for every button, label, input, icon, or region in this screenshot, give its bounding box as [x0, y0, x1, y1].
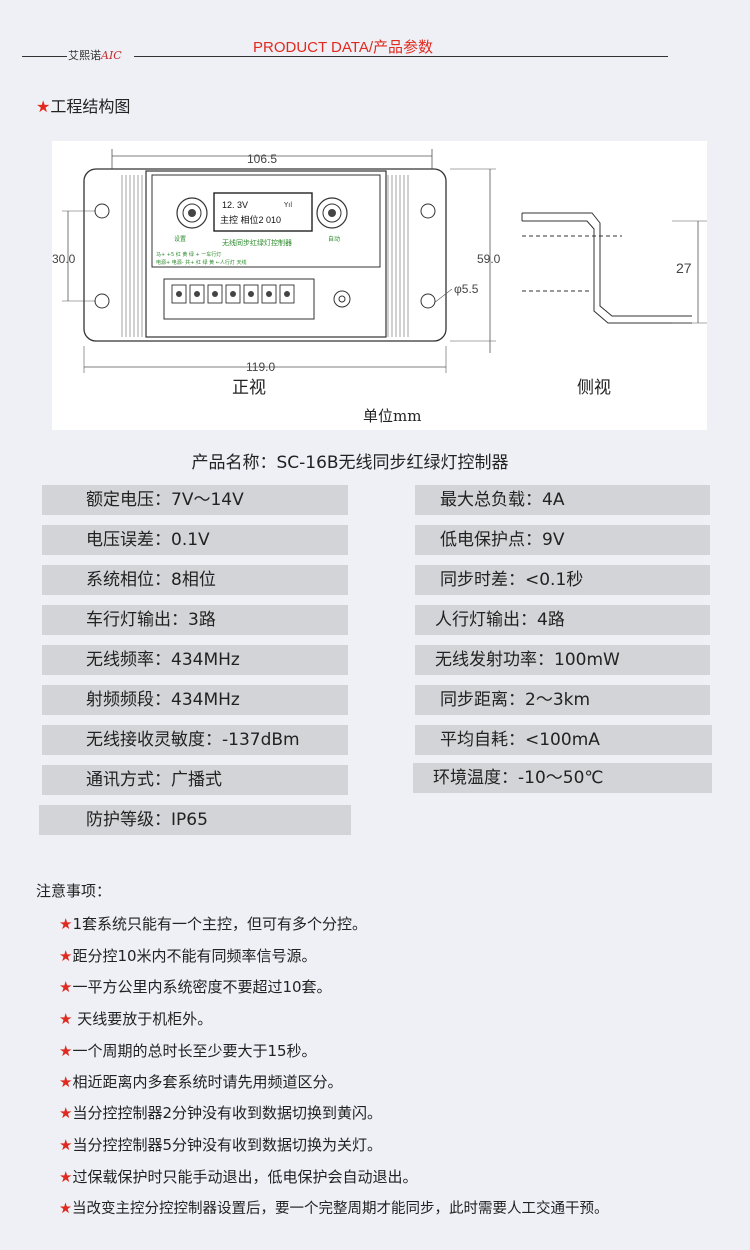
- note-item: ★ 天线要放于机柜外。: [59, 1010, 213, 1028]
- spec-receiver-sensitivity: 无线接收灵敏度：-137dBm: [42, 725, 348, 755]
- header-rule-left: [22, 56, 67, 57]
- brand-logo: 艾熙诺AIC: [68, 49, 122, 62]
- side-view-label: 侧视: [577, 378, 611, 398]
- note-item: ★一平方公里内系统密度不要超过10套。: [59, 978, 332, 996]
- spec-transmit-power: 无线发射功率：100mW: [415, 645, 710, 675]
- star-icon: ★: [59, 947, 73, 965]
- dim-width-top: 106.5: [247, 152, 277, 166]
- engineering-title: ★工程结构图: [36, 97, 131, 116]
- note-item: ★当分控控制器5分钟没有收到数据切换为关灯。: [59, 1136, 382, 1154]
- note-item: ★一个周期的总时长至少要大于15秒。: [59, 1042, 317, 1060]
- star-icon: ★: [59, 1104, 73, 1122]
- engineering-diagram: 106.5 12. 3V 主控 相位2 010 Yıl: [52, 141, 707, 430]
- spec-pedestrian-light-output: 人行灯输出：4路: [415, 605, 710, 635]
- dim-height-left: 30.0: [52, 252, 76, 266]
- note-item: ★过保载保护时只能手动退出，低电保护会自动退出。: [59, 1168, 418, 1186]
- spec-max-load: 最大总负载：4A: [415, 485, 710, 515]
- display-line2: 主控 相位2 010: [220, 214, 281, 225]
- spec-protection-rating: 防护等级：IP65: [39, 805, 351, 835]
- header-rule-right: [134, 56, 668, 57]
- label-setting: 设置: [174, 235, 186, 243]
- note-item: ★1套系统只能有一个主控，但可有多个分控。: [59, 915, 367, 933]
- spec-rated-voltage: 额定电压：7V～14V: [42, 485, 348, 515]
- diagram-svg: 106.5 12. 3V 主控 相位2 010 Yıl: [52, 149, 707, 425]
- star-icon: ★: [59, 915, 73, 933]
- unit-label: 单位mm: [363, 407, 421, 425]
- product-name: 产品名称：SC-16B无线同步红绿灯控制器: [191, 453, 509, 473]
- note-item: ★相近距离内多套系统时请先用频道区分。: [59, 1073, 343, 1091]
- spec-sync-distance: 同步距离：2～3km: [415, 685, 710, 715]
- spec-vehicle-light-output: 车行灯输出：3路: [42, 605, 348, 635]
- note-item: ★距分控10米内不能有同频率信号源。: [59, 947, 317, 965]
- front-view-label: 正视: [232, 378, 266, 398]
- spec-voltage-error: 电压误差：0.1V: [42, 525, 348, 555]
- spec-ambient-temperature: 环境温度：-10～50℃: [413, 763, 712, 793]
- spec-avg-consumption: 平均自耗：<100mA: [415, 725, 712, 755]
- notes-title: 注意事项：: [36, 882, 112, 900]
- star-icon: ★: [59, 1136, 73, 1154]
- dim-width-bottom: 119.0: [246, 360, 275, 374]
- spec-sync-time-diff: 同步时差：<0.1秒: [415, 565, 710, 595]
- panel-row2: 电源+ 电源- 共+ 红 绿 黄 ←人行灯 天线: [156, 259, 247, 266]
- star-icon: ★: [59, 1201, 72, 1217]
- star-icon: ★: [59, 1073, 73, 1091]
- spec-rf-band: 射频频段：434MHz: [42, 685, 348, 715]
- section-title: PRODUCT DATA/产品参数: [252, 39, 433, 56]
- note-item: ★当分控控制器2分钟没有收到数据切换到黄闪。: [59, 1104, 382, 1122]
- spec-low-voltage-protection: 低电保护点：9V: [415, 525, 710, 555]
- dim-side-height: 27: [676, 260, 692, 276]
- display-line1: 12. 3V: [222, 200, 248, 210]
- panel-row1: 马+ +5 红 黄 绿 + 一车行灯: [156, 251, 221, 258]
- star-icon: ★: [59, 1168, 73, 1186]
- spec-wireless-frequency: 无线频率：434MHz: [42, 645, 348, 675]
- label-auto: 自动: [328, 235, 340, 243]
- dim-hole: φ5.5: [454, 282, 479, 296]
- star-icon: ★: [59, 1010, 73, 1028]
- star-icon: ★: [36, 97, 51, 116]
- signal-icon: Yıl: [283, 201, 292, 209]
- dim-height-right: 59.0: [477, 252, 501, 266]
- note-item: ★当改变主控分控控制器设置后，要一个完整周期才能同步，此时需要人工交通干预。: [59, 1201, 609, 1217]
- spec-communication-mode: 通讯方式：广播式: [42, 765, 348, 795]
- panel-title: 无线同步红绿灯控制器: [222, 238, 292, 247]
- spec-system-phase: 系统相位：8相位: [42, 565, 348, 595]
- star-icon: ★: [59, 1042, 73, 1060]
- star-icon: ★: [59, 978, 73, 996]
